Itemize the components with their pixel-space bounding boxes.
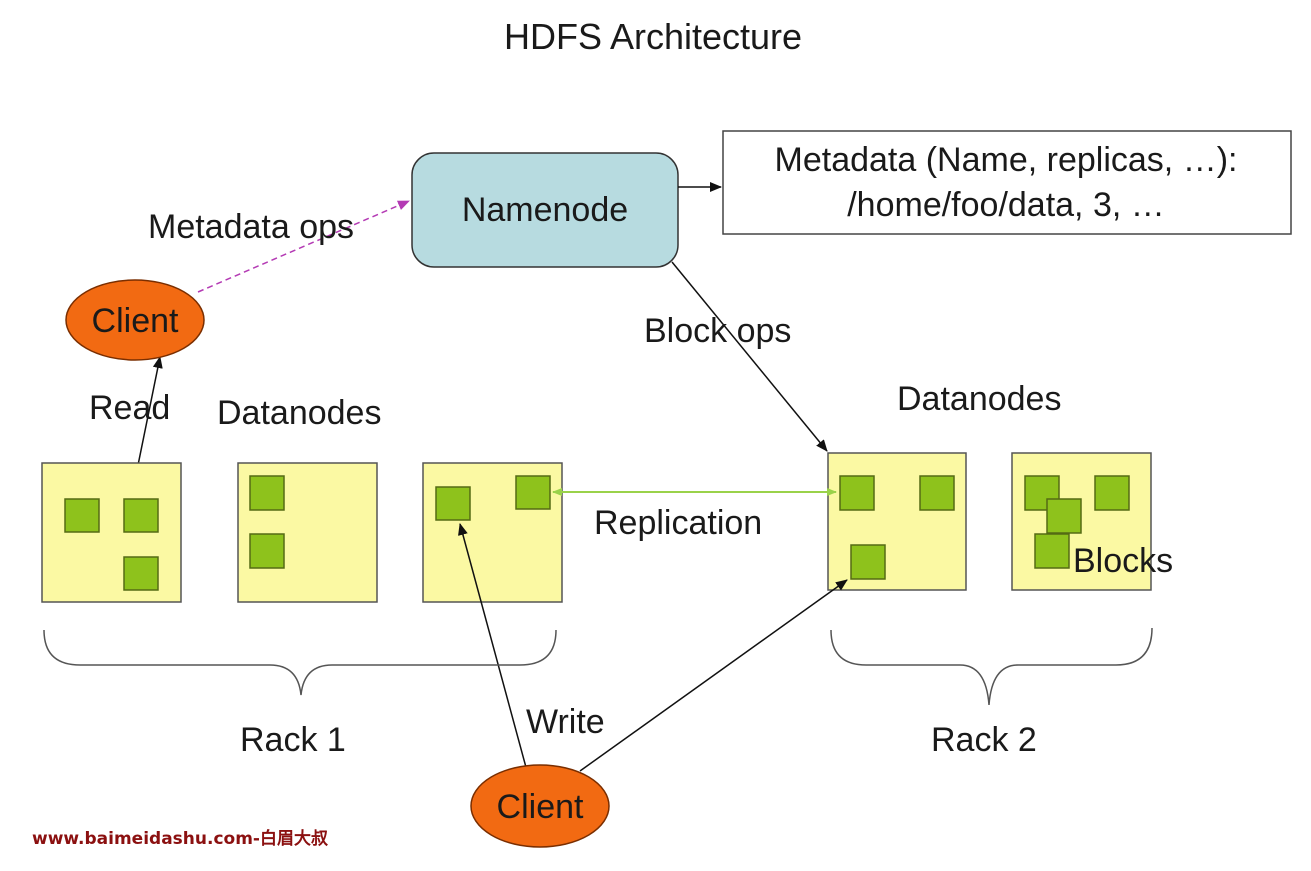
metadata-line-1: Metadata (Name, replicas, …): [774,141,1238,179]
write-arrow-rack1 [458,523,528,772]
block [919,475,955,511]
diagram-title: HDFS Architecture [503,16,803,57]
block-ops-label: Block ops [644,312,792,350]
block [1046,498,1082,534]
client-top-shape [65,279,205,361]
block [1034,533,1070,569]
write-arrow-rack2 [579,579,848,772]
namenode-box [411,152,679,268]
datanodes-left-label: Datanodes [217,394,382,432]
client-top-label: Client [91,302,179,340]
read-arrow [135,356,163,476]
watermark: www.baimeidashu.com-白眉大叔 [32,829,328,849]
rack1-brace [43,629,557,696]
block [839,475,875,511]
block [123,556,159,591]
client-bottom-label: Client [496,788,584,826]
metadata-box [722,130,1292,235]
metadata-ops-label: Metadata ops [148,208,355,246]
block [249,533,285,569]
namenode-label: Namenode [461,191,629,229]
block [249,475,285,511]
block [435,486,471,521]
client-bottom-shape [470,764,610,848]
datanode-r2-1 [827,452,967,591]
write-label: Write [526,703,605,741]
rack1-label: Rack 1 [240,721,346,759]
blocks-label: Blocks [1073,542,1174,580]
block [850,544,886,580]
rack2-label: Rack 2 [931,721,1037,759]
metadata-ops-arrow [197,200,410,293]
block [64,498,100,533]
metadata-line-2: /home/foo/data, 3, … [847,186,1165,224]
read-label: Read [89,389,171,427]
block [123,498,159,533]
blocks [64,475,1130,591]
block [515,475,551,510]
block [1094,475,1130,511]
block-ops-arrow [671,261,828,452]
datanode-r1-1 [41,462,182,603]
rack2-brace [830,627,1153,706]
datanodes-right-label: Datanodes [897,380,1062,418]
replication-label: Replication [594,504,763,542]
